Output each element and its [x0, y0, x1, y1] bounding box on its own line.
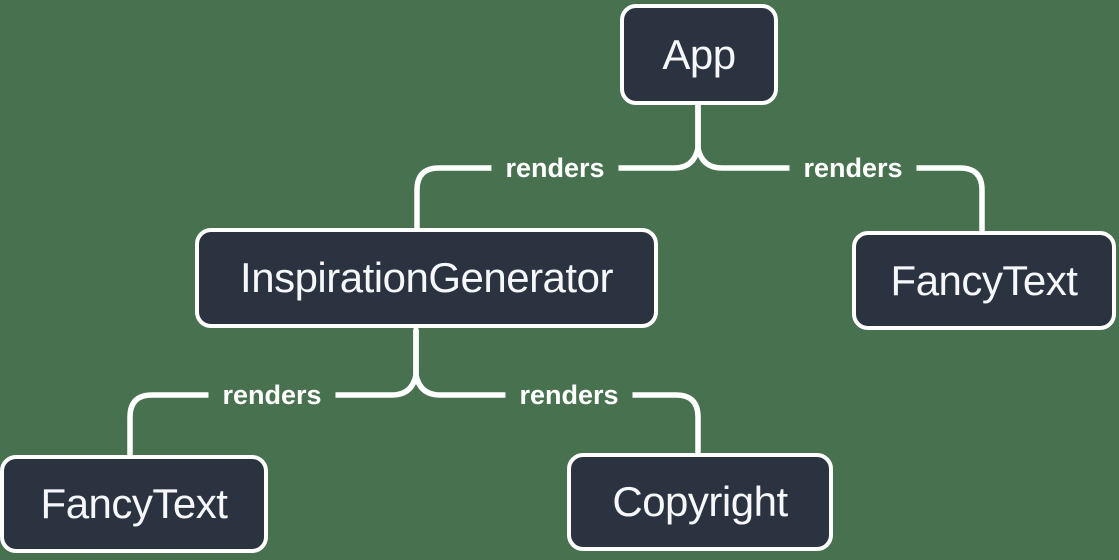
- node-fancy-text-top-label: FancyText: [890, 256, 1078, 304]
- node-copyright-label: Copyright: [612, 478, 788, 525]
- node-inspiration-generator-label: InspirationGenerator: [240, 254, 613, 301]
- node-app-label: App: [662, 30, 736, 78]
- node-copyright: Copyright: [567, 453, 833, 551]
- edge-label-renders-inspirationgenerator-fancytext: renders: [208, 379, 336, 413]
- node-fancy-text-bottom-label: FancyText: [40, 480, 228, 527]
- edge-label-renders-app-inspirationgenerator: renders: [491, 152, 619, 186]
- edge-label-renders-app-fancytext: renders: [789, 152, 917, 186]
- node-fancy-text-top: FancyText: [852, 231, 1116, 330]
- edge-label-renders-inspirationgenerator-copyright: renders: [505, 379, 633, 413]
- node-app: App: [620, 4, 778, 105]
- node-fancy-text-bottom: FancyText: [0, 455, 268, 553]
- node-inspiration-generator: InspirationGenerator: [195, 228, 658, 328]
